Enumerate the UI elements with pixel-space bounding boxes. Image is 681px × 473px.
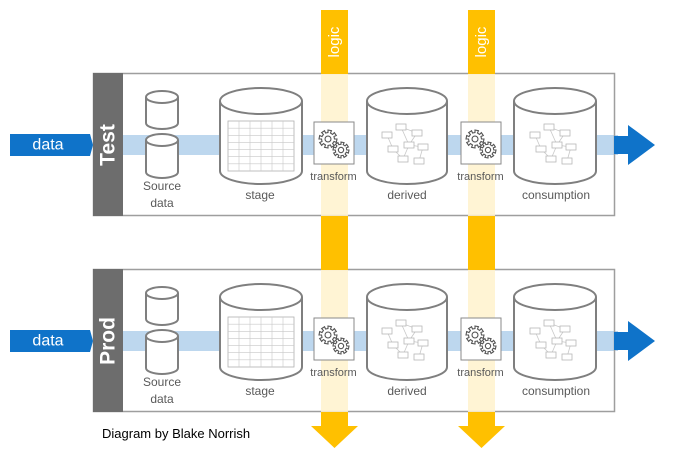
input-data-label: data <box>32 137 63 154</box>
logic-arrow-down <box>458 412 505 448</box>
stage-label: stage <box>245 384 275 398</box>
graph-icon <box>381 123 429 165</box>
output-arrow <box>614 321 655 361</box>
transform-label: transform <box>310 367 356 379</box>
logic-arrow-down <box>311 412 358 448</box>
source-db-icon-bottom <box>145 329 179 375</box>
source-data-db: Source data <box>143 286 181 406</box>
input-data-arrow <box>10 134 93 156</box>
logic-bar-1: logic <box>311 10 358 448</box>
environment-label: Test <box>97 124 120 166</box>
transform-label: transform <box>457 367 503 379</box>
consumption-label: consumption <box>522 188 590 202</box>
transform-label: transform <box>310 171 356 183</box>
source-label: Source <box>143 375 181 389</box>
source-data-db: Source data <box>143 90 181 210</box>
source-label: data <box>150 392 174 406</box>
source-db-icon-top <box>145 90 179 130</box>
consumption-db: consumption <box>513 283 597 398</box>
graph-icon <box>529 319 577 361</box>
environment-label: Prod <box>97 317 120 365</box>
gear-icon <box>465 129 485 149</box>
source-db-icon-top <box>145 286 179 326</box>
input-data-label: data <box>32 333 63 350</box>
transform-step: transform <box>310 317 357 379</box>
derived-db-icon <box>366 87 448 185</box>
derived-label: derived <box>387 384 426 398</box>
derived-db-icon <box>366 283 448 381</box>
consumption-db-icon <box>513 283 597 381</box>
source-label: Source <box>143 179 181 193</box>
derived-db: derived <box>366 87 448 202</box>
logic-bar-2: logic <box>458 10 505 448</box>
stage-db: stage <box>219 283 303 398</box>
consumption-db: consumption <box>513 87 597 202</box>
derived-db: derived <box>366 283 448 398</box>
gear-icon <box>465 325 485 345</box>
gear-icon <box>318 129 338 149</box>
gear-icon <box>332 337 350 355</box>
transform-label: transform <box>457 171 503 183</box>
consumption-label: consumption <box>522 384 590 398</box>
stage-db: stage <box>219 87 303 202</box>
stage-label: stage <box>245 188 275 202</box>
table-icon <box>227 120 295 172</box>
logic-label: logic <box>326 26 343 57</box>
diagram-caption: Diagram by Blake Norrish <box>102 426 251 441</box>
gear-icon <box>318 325 338 345</box>
environment-tab <box>93 269 123 412</box>
graph-icon <box>381 319 429 361</box>
derived-label: derived <box>387 188 426 202</box>
source-label: data <box>150 196 174 210</box>
gear-icon <box>479 337 497 355</box>
consumption-db-icon <box>513 87 597 185</box>
output-arrow <box>614 125 655 165</box>
input-data-arrow <box>10 330 93 352</box>
table-icon <box>227 316 295 368</box>
graph-icon <box>529 123 577 165</box>
transform-step: transform <box>457 317 504 379</box>
transform-step: transform <box>310 121 357 183</box>
logic-label: logic <box>473 26 490 57</box>
environment-tab <box>93 73 123 216</box>
logic-tab <box>468 10 495 74</box>
transform-step: transform <box>457 121 504 183</box>
gear-icon <box>332 141 350 159</box>
logic-tab <box>321 10 348 74</box>
source-db-icon-bottom <box>145 133 179 179</box>
gear-icon <box>479 141 497 159</box>
logic-connector <box>468 216 495 270</box>
logic-connector <box>321 216 348 270</box>
